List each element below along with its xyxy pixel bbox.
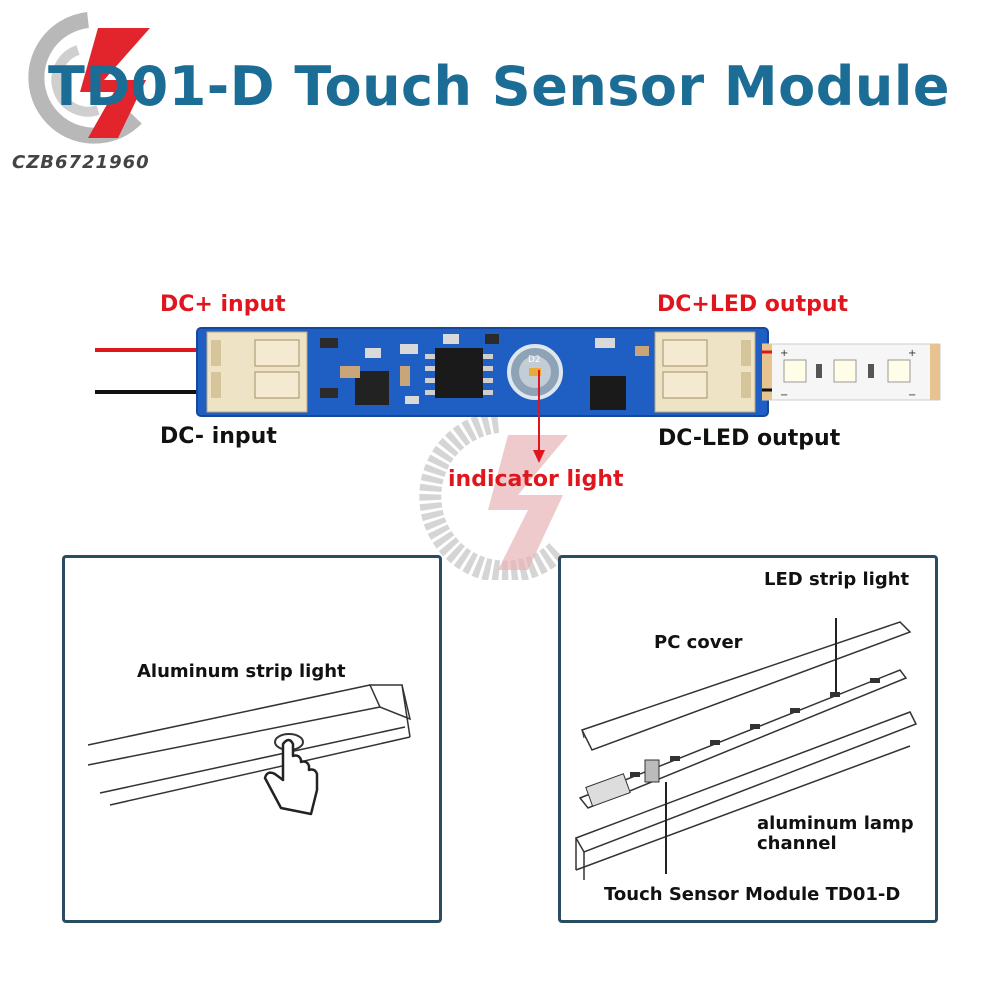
aluminum-strip-panel	[62, 555, 442, 923]
dc-plus-led-output-label: DC+LED output	[657, 292, 849, 317]
logo-emblem-icon	[28, 12, 150, 144]
pcb-board: D2	[196, 327, 769, 417]
svg-text:+: +	[780, 348, 788, 359]
touch-hand-icon	[263, 733, 319, 816]
svg-text:−: −	[780, 390, 788, 401]
led-strip-label: LED strip light	[764, 569, 910, 590]
aluminum-strip-drawing	[87, 684, 412, 806]
module-label: Touch Sensor Module TD01-D	[604, 884, 901, 905]
led-strip: + − + −	[762, 343, 941, 401]
pc-cover-label: PC cover	[654, 632, 743, 653]
dc-minus-led-output-label: DC-LED output	[658, 426, 841, 451]
channel-label-line1: aluminum lamp	[757, 813, 914, 834]
svg-text:+: +	[908, 348, 916, 359]
channel-label-line2: channel	[757, 833, 837, 854]
svg-text:−: −	[908, 390, 916, 401]
indicator-light-label: indicator light	[448, 467, 624, 492]
watermark-logo-icon	[419, 411, 568, 580]
board-marking: D2	[528, 355, 541, 365]
brand-watermark: CZB6721960	[12, 152, 150, 173]
dc-plus-input-label: DC+ input	[160, 292, 286, 317]
input-wires	[95, 348, 205, 394]
dc-minus-input-label: DC- input	[160, 424, 277, 449]
page-title: TD01-D Touch Sensor Module	[48, 55, 950, 118]
arrow-down-icon	[533, 370, 545, 463]
aluminum-strip-label: Aluminum strip light	[137, 661, 346, 682]
assembly-drawing	[574, 618, 918, 880]
